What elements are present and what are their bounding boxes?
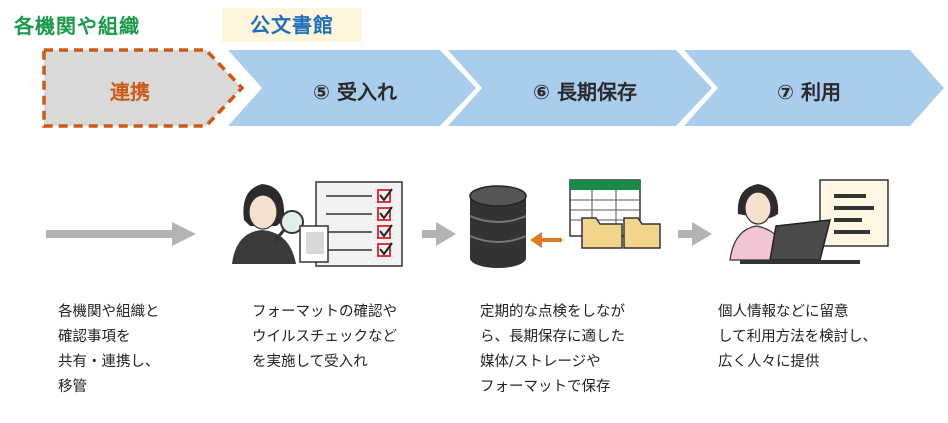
stage-label-renkei: 連携	[110, 80, 150, 104]
description-riyo: 個人情報などに留意 して利用方法を検討し、 広く人々に提供	[718, 304, 878, 370]
chevron-stage-3	[448, 50, 712, 126]
organizations-title: 各機関や組織	[14, 14, 140, 38]
illustration-row	[46, 179, 889, 268]
flow-arrow-icon	[422, 222, 456, 246]
description-renkei: 各機関や組織と 確認事項を 共有・連携し、 移管	[58, 304, 160, 395]
orange-arrow-icon	[530, 232, 562, 248]
chevron-stage-1	[42, 48, 245, 128]
flow-arrow-icon	[46, 222, 196, 246]
inspector-with-checklist-icon	[232, 181, 403, 267]
archives-title: 公文書館	[222, 8, 362, 42]
chevron-stage-4	[684, 50, 944, 126]
chevron-stage-2	[228, 50, 476, 126]
stage-label-ukeire: ⑤ 受入れ	[313, 80, 397, 104]
process-flow	[42, 48, 944, 128]
description-ukeire: フォーマットの確認や ウイルスチェックなど を実施して受入れ	[252, 304, 397, 370]
flow-arrow-icon	[678, 222, 712, 246]
spreadsheet-and-folders-icon	[569, 179, 661, 249]
stage-label-riyo: ⑦ 利用	[777, 80, 841, 104]
stage-label-choki-hozon: ⑥ 長期保存	[533, 80, 637, 104]
user-at-laptop-icon	[729, 179, 889, 264]
database-storage-icon	[469, 185, 527, 268]
description-choki-hozon: 定期的な点検をしなが ら、長期保存に適した 媒体/ストレージや フォーマットで保…	[480, 304, 625, 395]
